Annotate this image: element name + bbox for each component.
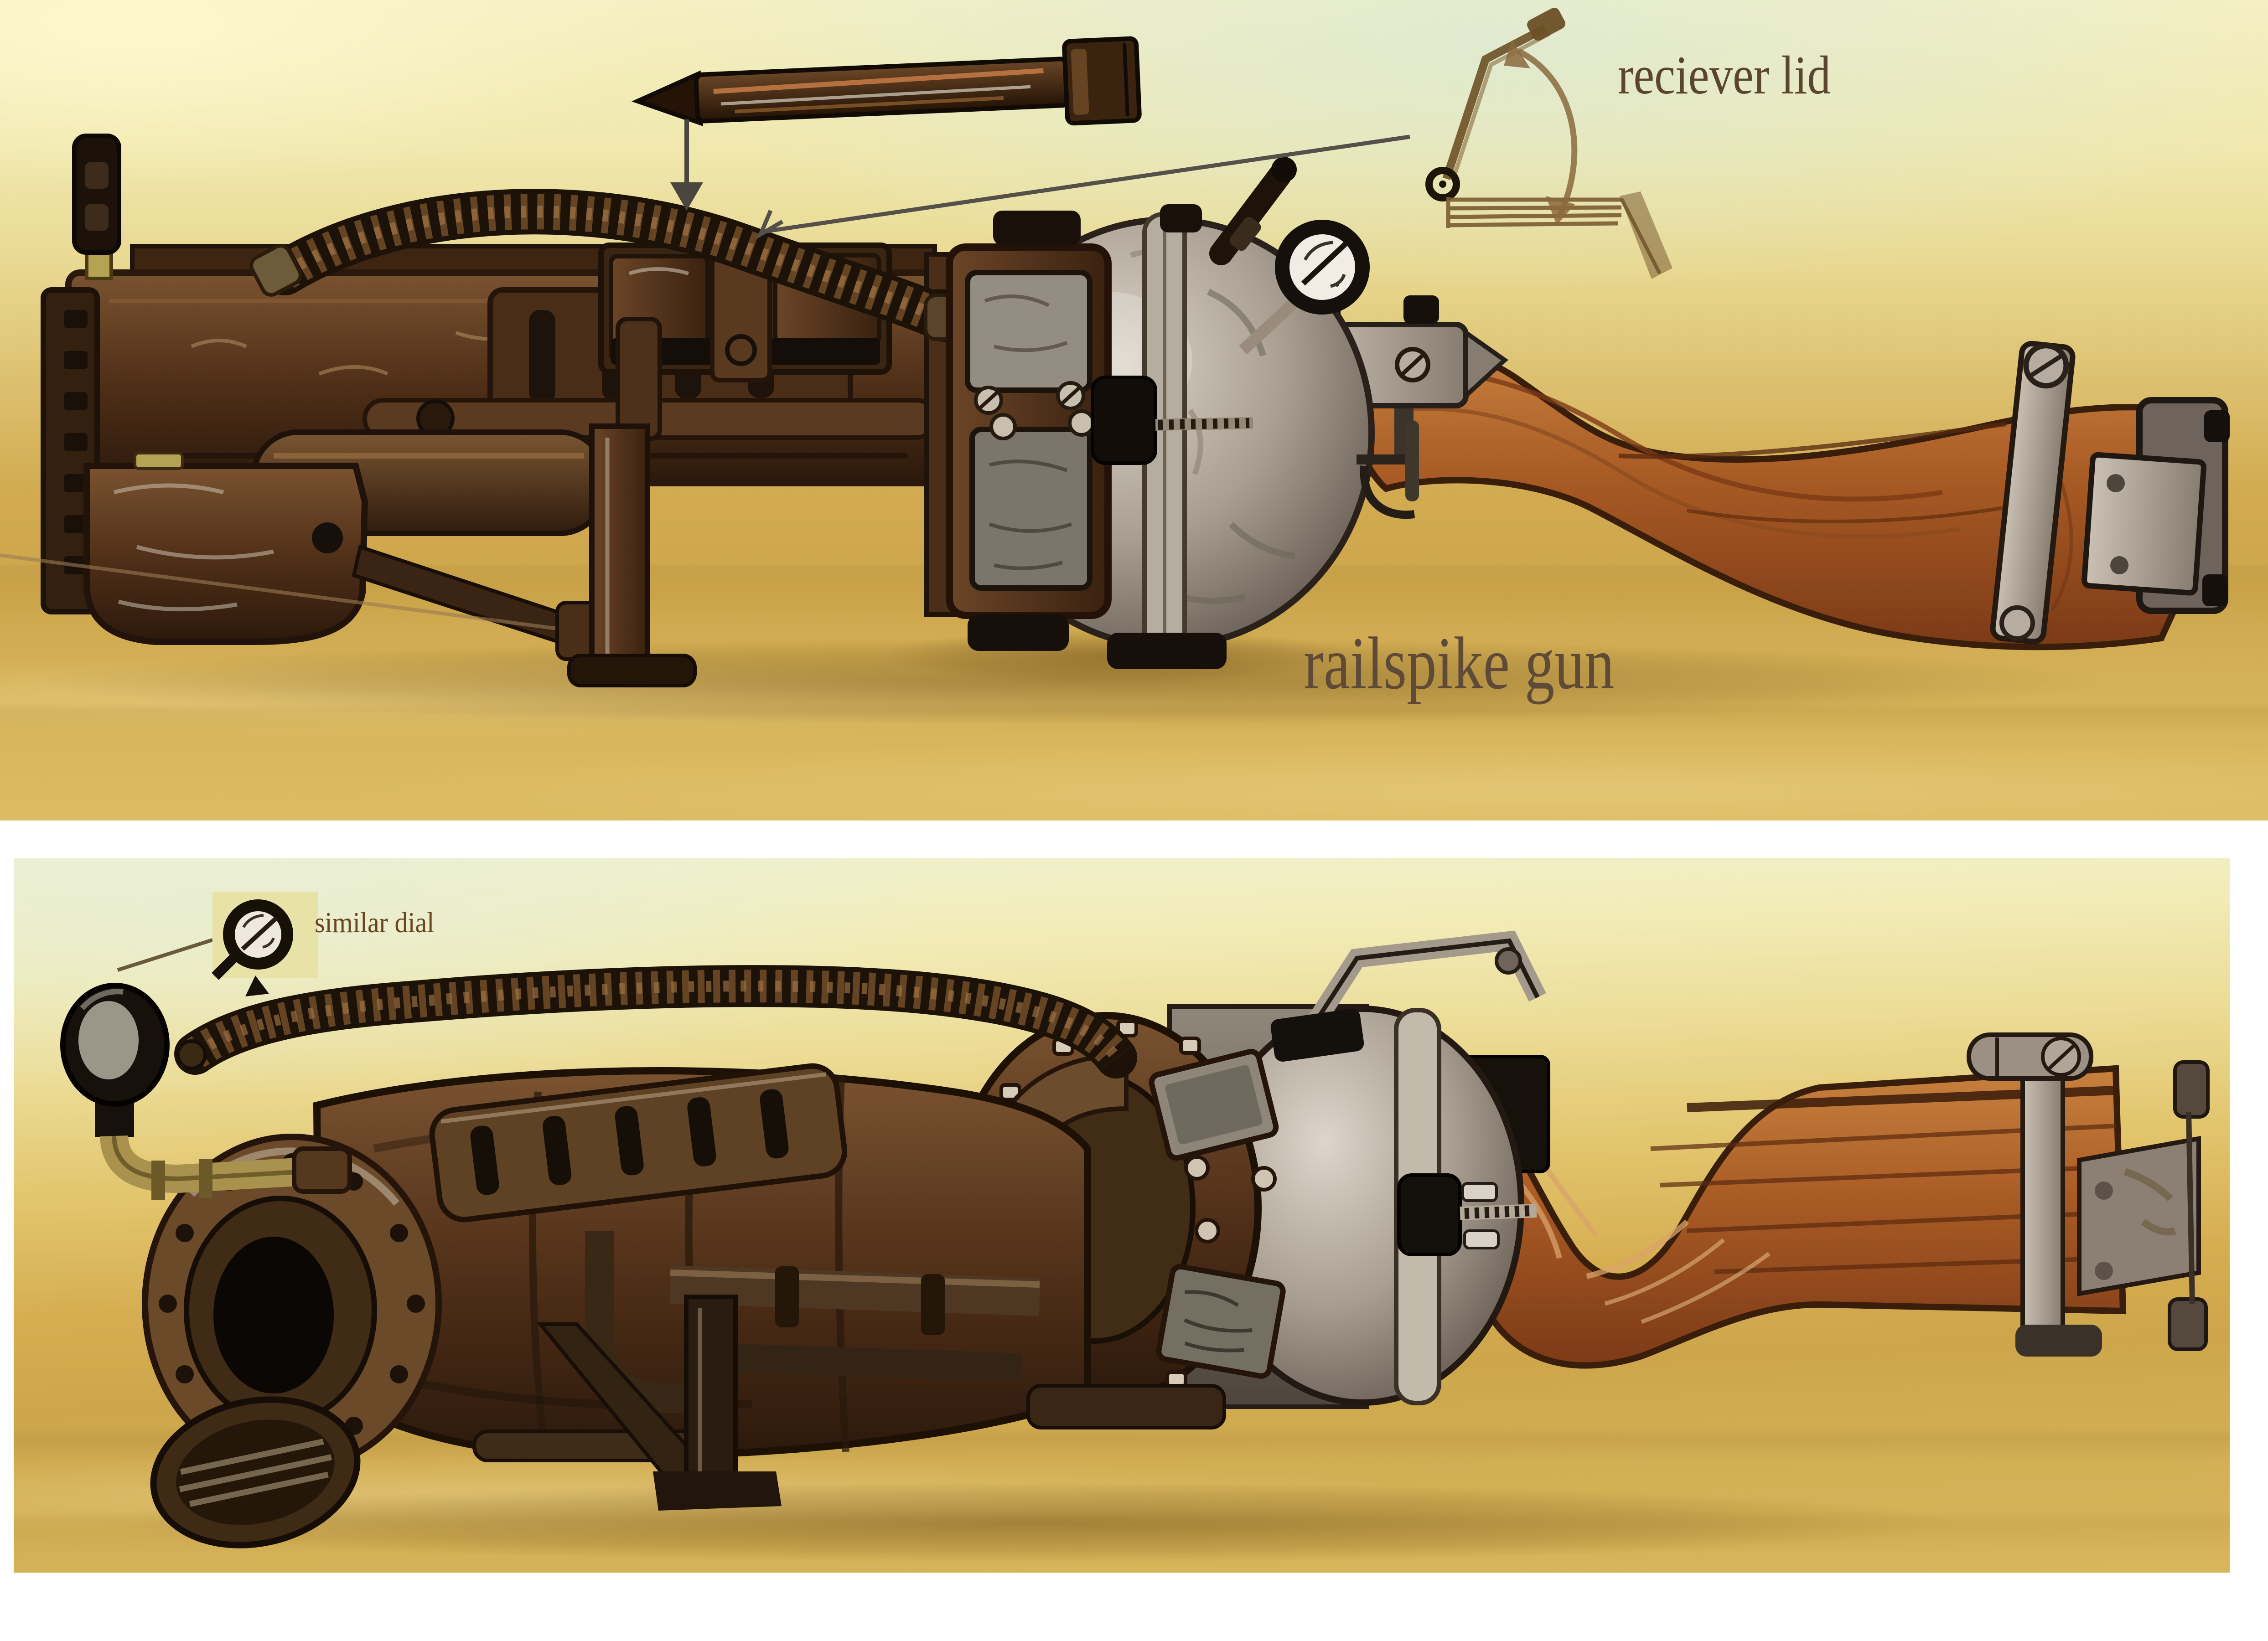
receiver-lid-label: reciever lid (1618, 44, 1865, 107)
pressure-chamber (946, 157, 1419, 669)
spike-projectile (631, 36, 1142, 127)
cocking-handle (72, 134, 121, 280)
artwork-title-text: railspike gun (1304, 622, 1615, 705)
similar-dial-label-text: similar dial (315, 907, 435, 939)
butt-bracket-bottom (2077, 1060, 2210, 1351)
t-valve (1357, 420, 1419, 519)
stock-strap-bottom (1967, 1032, 2102, 1357)
wooden-stock-bottom (1455, 1032, 2210, 1369)
butt-plate (2082, 397, 2230, 614)
down-arrow-icon (670, 119, 703, 211)
similar-dial-label: similar dial (315, 906, 445, 939)
railspike-gun-side-view (0, 7, 2230, 725)
artwork-title: railspike gun (1231, 621, 1687, 707)
housing-vents (429, 1063, 848, 1223)
wooden-stock (1341, 340, 2230, 650)
similar-dial-inset (117, 892, 318, 996)
front-support-leg (567, 423, 697, 687)
bottom-grill-cap (150, 1396, 361, 1548)
pressure-gauge (1239, 220, 1370, 355)
railspike-gun-perspective-view (60, 892, 2210, 1563)
leader-arrow-icon (756, 134, 1410, 239)
steam-hose-bottom (174, 965, 1137, 1079)
drum-window-top (1149, 1048, 1279, 1161)
support-frame (472, 1295, 1226, 1511)
underslung-pump-block (0, 452, 598, 661)
receiver-lid-label-text: reciever lid (1618, 45, 1831, 105)
steam-hose (249, 189, 971, 342)
rotation-arrow-icon (1504, 40, 1578, 225)
stock-strap (1990, 341, 2076, 645)
carry-handle (1270, 930, 1546, 1062)
receiver-lid-sketch (1425, 7, 1673, 279)
periscope-dial (60, 983, 352, 1200)
drum-window-bottom (1156, 1264, 1286, 1379)
